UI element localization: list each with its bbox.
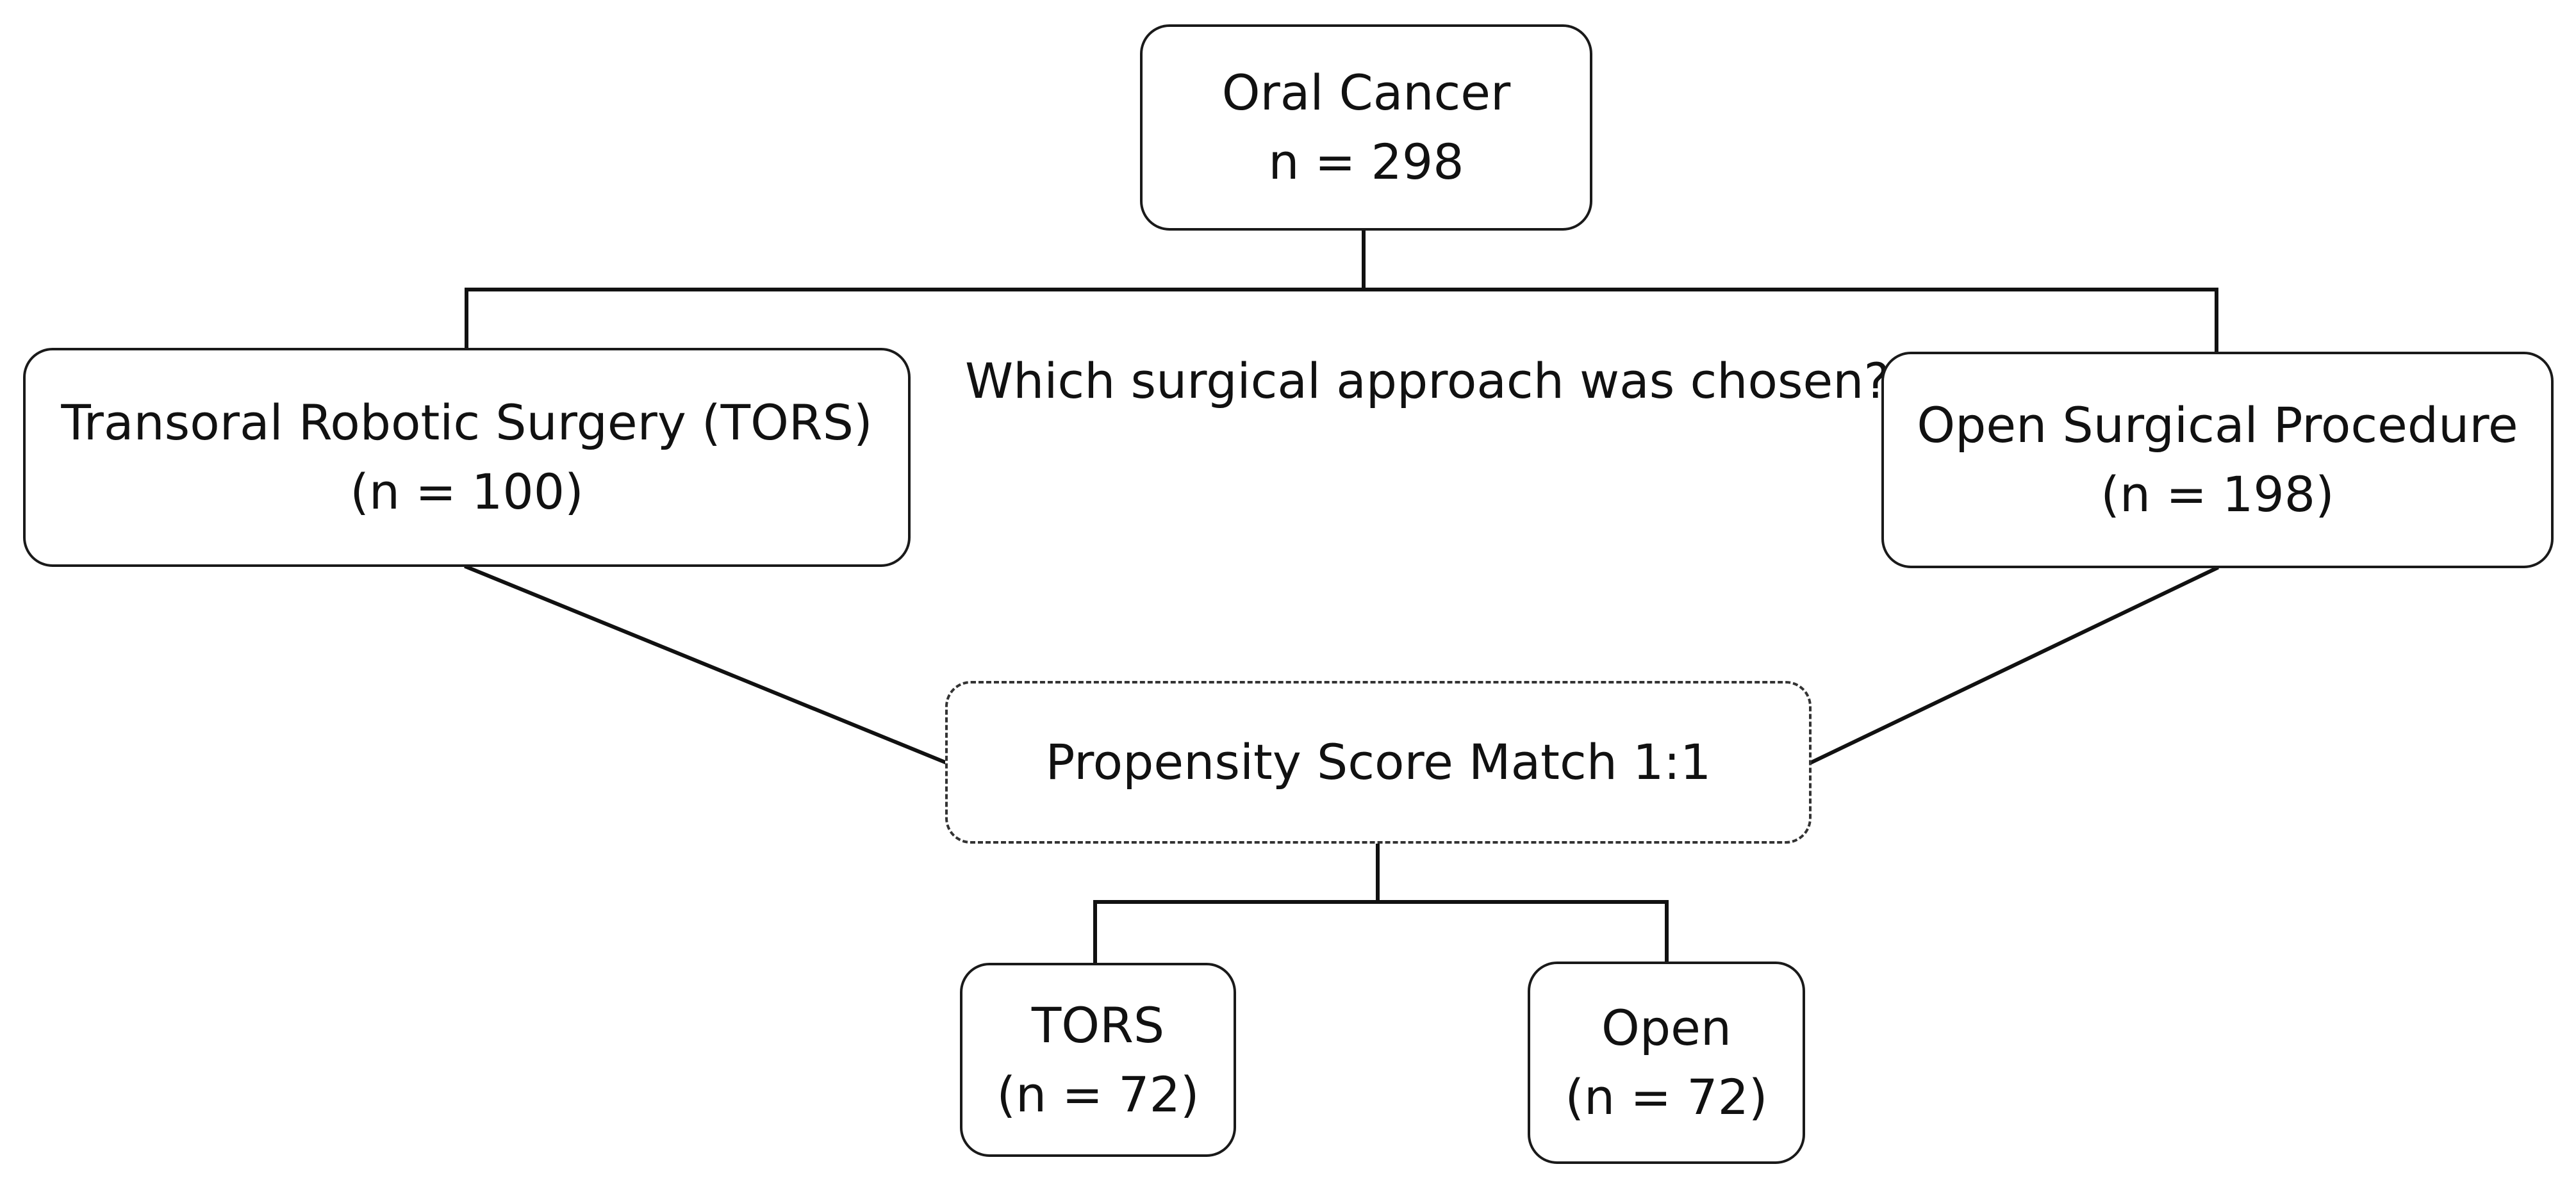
tors-node: Transoral Robotic Surgery (TORS) (n = 10… <box>23 348 911 567</box>
oral-cancer-count: n = 298 <box>1268 133 1464 190</box>
open-matched-node: Open (n = 72) <box>1528 962 1805 1164</box>
tors-count: (n = 100) <box>350 463 584 520</box>
open-surgery-node: Open Surgical Procedure (n = 198) <box>1881 352 2554 568</box>
tors-title: Transoral Robotic Surgery (TORS) <box>61 394 873 451</box>
tors-matched-title: TORS <box>1031 996 1165 1054</box>
open-matched-title: Open <box>1601 999 1731 1056</box>
connector-tors-to-psm <box>464 564 948 765</box>
surgical-approach-question: Which surgical approach was chosen? <box>965 352 1890 409</box>
propensity-match-title: Propensity Score Match 1:1 <box>1045 733 1712 790</box>
connector-open-to-psm <box>1808 565 2220 765</box>
oral-cancer-title: Oral Cancer <box>1221 64 1511 121</box>
tors-matched-node: TORS (n = 72) <box>960 963 1236 1157</box>
open-matched-count: (n = 72) <box>1565 1068 1768 1126</box>
propensity-match-node: Propensity Score Match 1:1 <box>945 681 1812 844</box>
open-surgery-title: Open Surgical Procedure <box>1917 397 2518 454</box>
open-surgery-count: (n = 198) <box>2101 466 2334 523</box>
oral-cancer-node: Oral Cancer n = 298 <box>1140 24 1592 231</box>
tors-matched-count: (n = 72) <box>996 1065 1200 1123</box>
